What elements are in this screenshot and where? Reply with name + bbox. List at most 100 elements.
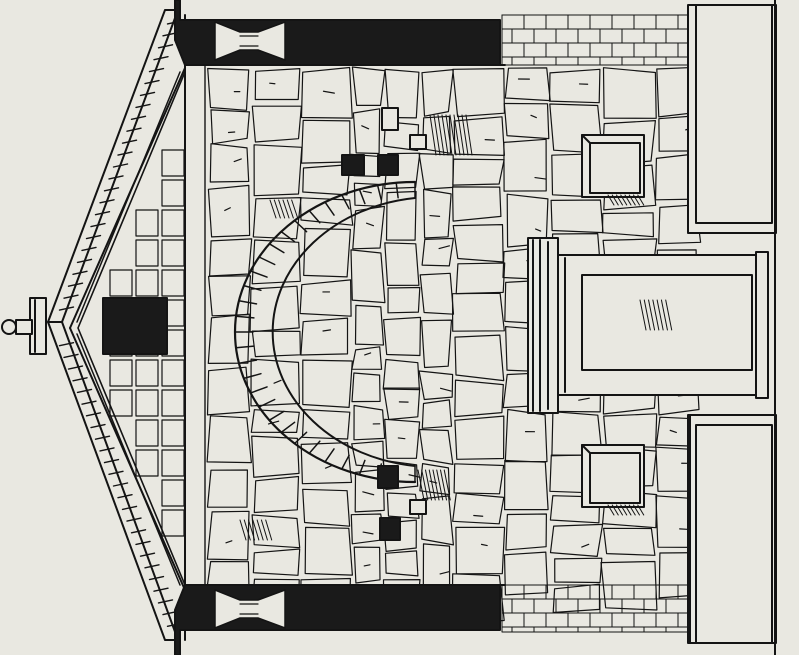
stone: [350, 249, 386, 304]
hatch-line: [432, 469, 440, 501]
stone-mark: [429, 214, 441, 217]
stone: [384, 418, 421, 459]
finial-ball: [1, 319, 17, 335]
shadow-hatching: [239, 114, 673, 541]
hatch-line: [628, 194, 636, 206]
roof-tile: [135, 540, 151, 546]
roof-tile: [130, 529, 147, 534]
bottom-capital: [214, 589, 286, 629]
stone-mark: [484, 139, 496, 141]
opening-7: [379, 517, 401, 541]
stone: [384, 242, 420, 286]
stone: [421, 399, 453, 429]
roof-tile: [121, 505, 138, 511]
stone: [548, 68, 601, 104]
stone: [384, 550, 419, 577]
voussoir-joint: [258, 256, 276, 266]
hatch-line: [461, 114, 469, 156]
hatch-line: [248, 519, 256, 541]
voussoir-joint: [268, 243, 285, 254]
stone: [251, 435, 300, 478]
hatch-line: [428, 469, 436, 501]
door-jamb-end: [755, 251, 769, 399]
stone: [383, 121, 420, 152]
voussoir-joint: [395, 182, 399, 199]
roof-tile: [126, 517, 142, 522]
hatch-line: [252, 519, 260, 541]
voussoir-joint: [293, 219, 308, 233]
hatch-line: [616, 504, 623, 516]
stone: [209, 143, 250, 183]
roof-tile: [94, 210, 111, 216]
stone: [251, 239, 301, 285]
voussoir-joint: [268, 410, 285, 421]
stone-mark: [233, 158, 242, 163]
stone: [387, 286, 421, 314]
roof-tile: [153, 587, 169, 592]
stone: [452, 186, 502, 222]
hatch-line: [425, 469, 432, 501]
roof-tile: [153, 55, 169, 61]
stone-mark: [362, 491, 375, 496]
brick-courses: [501, 14, 689, 633]
voussoir-joint: [258, 398, 276, 408]
gable-stone: [135, 209, 159, 237]
stone-mark: [534, 176, 547, 180]
roof-tile: [67, 282, 84, 287]
stone-mark: [530, 114, 537, 119]
hatch-line: [643, 299, 651, 331]
hatch-line: [648, 299, 656, 331]
stone-mark: [364, 352, 372, 356]
roof-tile: [103, 458, 120, 464]
top-entablature: [174, 0, 501, 66]
stone: [455, 262, 506, 295]
hatch-line: [273, 199, 281, 219]
voussoir-joint: [324, 201, 335, 216]
hatch-line: [616, 194, 623, 206]
stone-mark: [362, 531, 374, 535]
roof-tile: [99, 447, 115, 452]
hatch-line: [652, 299, 660, 331]
hatch-line: [417, 469, 425, 501]
stone: [351, 372, 381, 403]
stone: [302, 488, 351, 527]
stone: [254, 67, 301, 101]
stone: [421, 319, 453, 369]
stone-mark: [361, 125, 370, 130]
stone: [302, 359, 353, 408]
stone: [354, 304, 385, 346]
opening-5: [377, 465, 399, 489]
roof-tile: [72, 377, 88, 382]
hatch-line: [282, 199, 290, 219]
stone: [602, 527, 656, 556]
stone-mark: [267, 420, 280, 425]
hatch-line: [611, 504, 619, 516]
stone: [206, 469, 248, 508]
arch-inner: [271, 197, 416, 467]
hatch-line: [243, 519, 251, 541]
hatch-line: [620, 504, 628, 516]
stone: [421, 495, 454, 546]
roof-tile: [58, 341, 75, 347]
gable-stone: [109, 269, 133, 297]
voussoir-joint: [324, 448, 335, 463]
finial-neck: [15, 319, 33, 335]
stone: [253, 475, 300, 514]
roof-tile: [76, 388, 93, 394]
roof-tile: [139, 552, 156, 557]
voussoir-joint: [235, 315, 255, 319]
gable-stone: [135, 419, 159, 447]
gable-stone: [135, 389, 159, 417]
voussoir-joint: [341, 194, 350, 210]
stone: [454, 379, 504, 418]
stone: [353, 182, 384, 207]
hatch-line: [421, 469, 429, 501]
hatch-line: [637, 194, 645, 206]
roof-tile: [85, 412, 102, 417]
roof-tile: [157, 599, 174, 604]
roof-tile: [103, 187, 120, 192]
hatch-line: [429, 114, 437, 156]
lower-step-face: [695, 424, 773, 644]
hatch-line: [440, 469, 447, 501]
